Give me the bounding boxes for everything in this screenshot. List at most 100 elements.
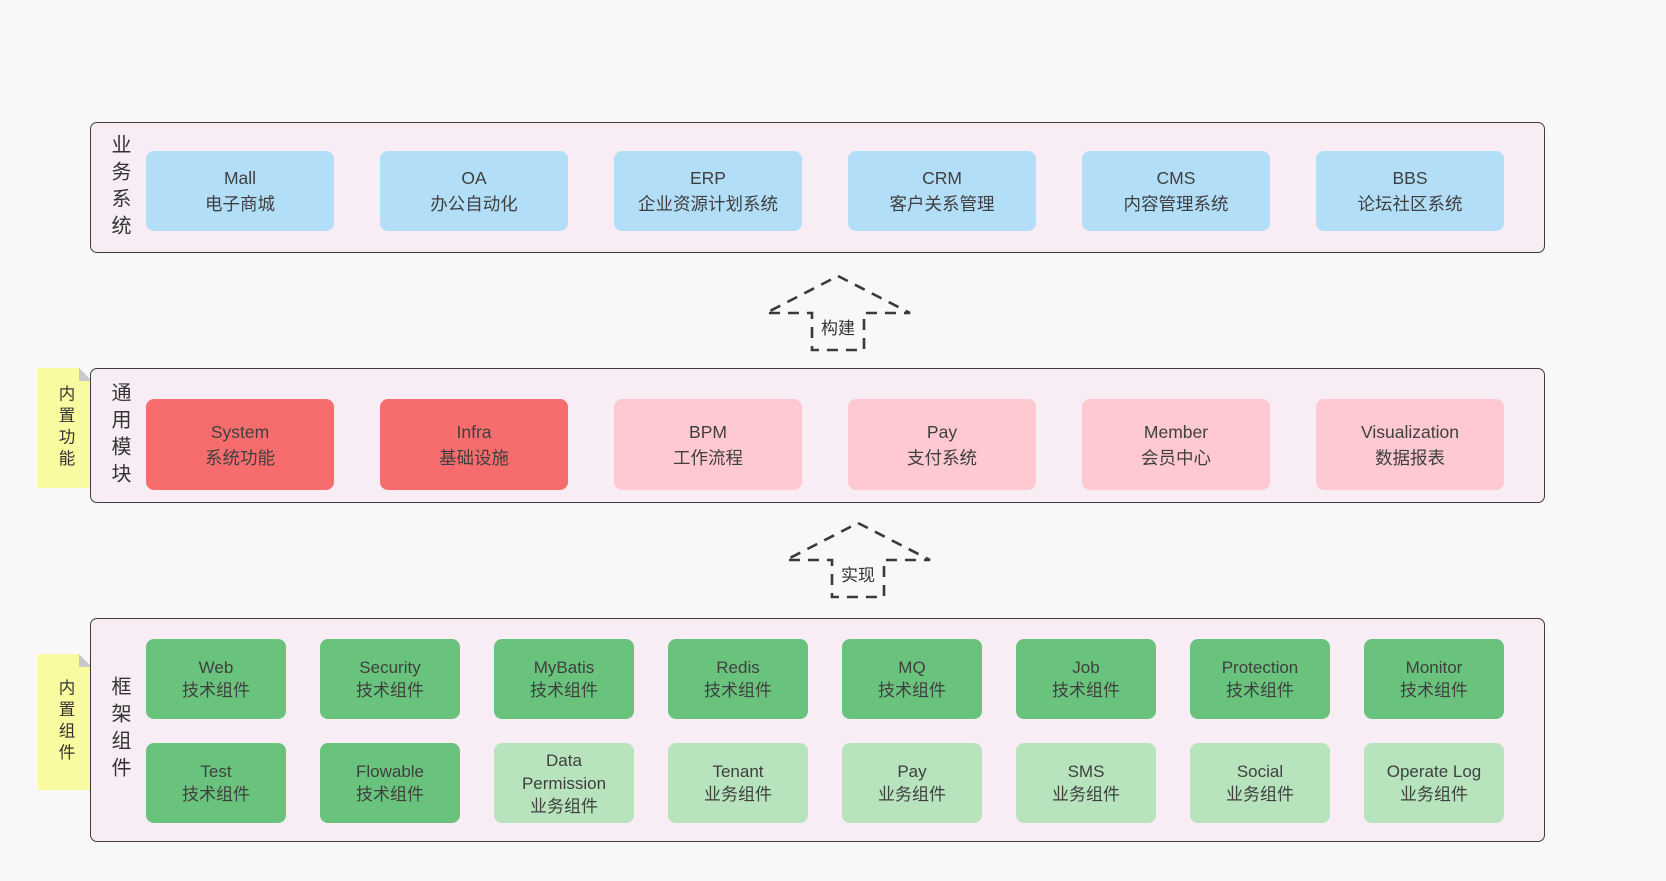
box-pay: Pay 支付系统 bbox=[848, 399, 1036, 490]
box-desc: 基础设施 bbox=[439, 447, 509, 468]
box-name: Redis bbox=[716, 658, 760, 677]
box-name: Tenant bbox=[712, 762, 764, 781]
band-label: 业务系统 bbox=[105, 123, 134, 252]
box-visualization: Visualization 数据报表 bbox=[1316, 399, 1504, 490]
sticky-note-built-in-components: 内置组件 bbox=[38, 654, 92, 790]
box-desc: 工作流程 bbox=[673, 447, 743, 468]
box-name: Visualization bbox=[1361, 421, 1459, 442]
band-label: 通用模块 bbox=[105, 369, 134, 502]
box-flowable: Flowable 技术组件 bbox=[320, 743, 460, 823]
box-name: ERP bbox=[690, 168, 726, 188]
box-erp: ERP 企业资源计划系统 bbox=[614, 151, 802, 231]
box-social: Social 业务组件 bbox=[1190, 743, 1330, 823]
dashed-up-arrow-icon bbox=[785, 521, 931, 599]
band-label-text: 框架组件 bbox=[108, 676, 130, 784]
box-desc: 技术组件 bbox=[878, 681, 946, 700]
box-operate-log: Operate Log 业务组件 bbox=[1364, 743, 1504, 823]
box-pay-biz: Pay 业务组件 bbox=[842, 743, 982, 823]
box-name: Infra bbox=[456, 421, 492, 442]
box-name: Pay bbox=[926, 421, 958, 442]
box-name: Protection bbox=[1221, 658, 1299, 677]
box-desc: 内容管理系统 bbox=[1123, 194, 1229, 214]
sticky-note-built-in-features: 内置功能 bbox=[38, 368, 92, 488]
arrow-label: 构建 bbox=[818, 314, 858, 339]
box-name: CRM bbox=[922, 168, 962, 188]
box-infra: Infra 基础设施 bbox=[380, 399, 568, 490]
box-desc: 技术组件 bbox=[1052, 681, 1120, 700]
box-tenant: Tenant 业务组件 bbox=[668, 743, 808, 823]
box-desc: 技术组件 bbox=[530, 681, 598, 700]
box-mall: Mall 电子商城 bbox=[146, 151, 334, 231]
box-security: Security 技术组件 bbox=[320, 639, 460, 719]
band-boxes-row: Web 技术组件 Security 技术组件 MyBatis 技术组件 Redi… bbox=[146, 639, 1504, 719]
box-desc: 技术组件 bbox=[356, 681, 424, 700]
box-name: CMS bbox=[1156, 168, 1196, 188]
box-desc: 技术组件 bbox=[704, 681, 772, 700]
box-crm: CRM 客户关系管理 bbox=[848, 151, 1036, 231]
build-arrow: 构建 bbox=[763, 274, 913, 352]
box-test: Test 技术组件 bbox=[146, 743, 286, 823]
box-name: Social bbox=[1236, 762, 1284, 781]
band-framework-components: 框架组件 Web 技术组件 Security 技术组件 MyBatis 技术组件… bbox=[90, 618, 1545, 842]
box-cms: CMS 内容管理系统 bbox=[1082, 151, 1270, 231]
box-desc: 技术组件 bbox=[1226, 681, 1294, 700]
box-name: MyBatis bbox=[533, 658, 595, 677]
box-desc: 技术组件 bbox=[356, 785, 424, 804]
band-common-modules: 通用模块 System 系统功能 Infra 基础设施 BPM 工作流程 Pay… bbox=[90, 368, 1545, 503]
band-label: 框架组件 bbox=[105, 619, 134, 841]
box-desc: 系统功能 bbox=[205, 447, 275, 468]
dashed-up-arrow-icon bbox=[765, 274, 911, 352]
band-boxes-row: System 系统功能 Infra 基础设施 BPM 工作流程 Pay 支付系统… bbox=[146, 399, 1504, 490]
box-bpm: BPM 工作流程 bbox=[614, 399, 802, 490]
box-name: BBS bbox=[1392, 168, 1428, 188]
box-name: System bbox=[210, 421, 270, 442]
box-desc: 业务组件 bbox=[704, 785, 772, 804]
box-name: Mall bbox=[223, 168, 257, 188]
band-business-systems: 业务系统 Mall 电子商城 OA 办公自动化 ERP 企业资源计划系统 CRM… bbox=[90, 122, 1545, 253]
box-name: Operate Log bbox=[1386, 762, 1482, 781]
box-desc: 业务组件 bbox=[1400, 785, 1468, 804]
box-desc: 技术组件 bbox=[1400, 681, 1468, 700]
box-name: MQ bbox=[898, 658, 926, 677]
band-boxes-row: Test 技术组件 Flowable 技术组件 Data Permission … bbox=[146, 743, 1504, 823]
box-name: Web bbox=[198, 658, 234, 677]
sticky-note-text: 内置组件 bbox=[56, 679, 74, 765]
box-data-permission: Data Permission 业务组件 bbox=[494, 743, 634, 823]
box-sms: SMS 业务组件 bbox=[1016, 743, 1156, 823]
box-mq: MQ 技术组件 bbox=[842, 639, 982, 719]
box-job: Job 技术组件 bbox=[1016, 639, 1156, 719]
box-desc: 企业资源计划系统 bbox=[638, 194, 778, 214]
box-desc: 业务组件 bbox=[878, 785, 946, 804]
band-label-text: 通用模块 bbox=[108, 381, 130, 490]
box-desc: 数据报表 bbox=[1375, 447, 1445, 468]
box-protection: Protection 技术组件 bbox=[1190, 639, 1330, 719]
box-name: Monitor bbox=[1405, 658, 1463, 677]
box-name: Test bbox=[200, 762, 232, 781]
arrow-label: 实现 bbox=[838, 561, 878, 586]
box-desc: 业务组件 bbox=[530, 796, 598, 816]
box-mybatis: MyBatis 技术组件 bbox=[494, 639, 634, 719]
implement-arrow: 实现 bbox=[783, 521, 933, 599]
box-desc: 会员中心 bbox=[1141, 447, 1211, 468]
box-desc: 论坛社区系统 bbox=[1357, 194, 1463, 214]
band-boxes-row: Mall 电子商城 OA 办公自动化 ERP 企业资源计划系统 CRM 客户关系… bbox=[146, 151, 1504, 231]
box-name: Job bbox=[1072, 658, 1100, 677]
box-desc: 办公自动化 bbox=[430, 194, 518, 214]
band-label-text: 业务系统 bbox=[108, 133, 130, 242]
box-name: Pay bbox=[897, 762, 927, 781]
box-name: Data Permission bbox=[521, 750, 607, 793]
sticky-note-text: 内置功能 bbox=[56, 385, 74, 471]
box-name: Security bbox=[359, 658, 421, 677]
box-oa: OA 办公自动化 bbox=[380, 151, 568, 231]
box-desc: 技术组件 bbox=[182, 785, 250, 804]
box-name: BPM bbox=[689, 421, 727, 442]
box-desc: 技术组件 bbox=[182, 681, 250, 700]
box-desc: 电子商城 bbox=[205, 194, 275, 214]
box-desc: 业务组件 bbox=[1052, 785, 1120, 804]
box-desc: 支付系统 bbox=[907, 447, 977, 468]
box-redis: Redis 技术组件 bbox=[668, 639, 808, 719]
box-desc: 业务组件 bbox=[1226, 785, 1294, 804]
box-system: System 系统功能 bbox=[146, 399, 334, 490]
box-member: Member 会员中心 bbox=[1082, 399, 1270, 490]
